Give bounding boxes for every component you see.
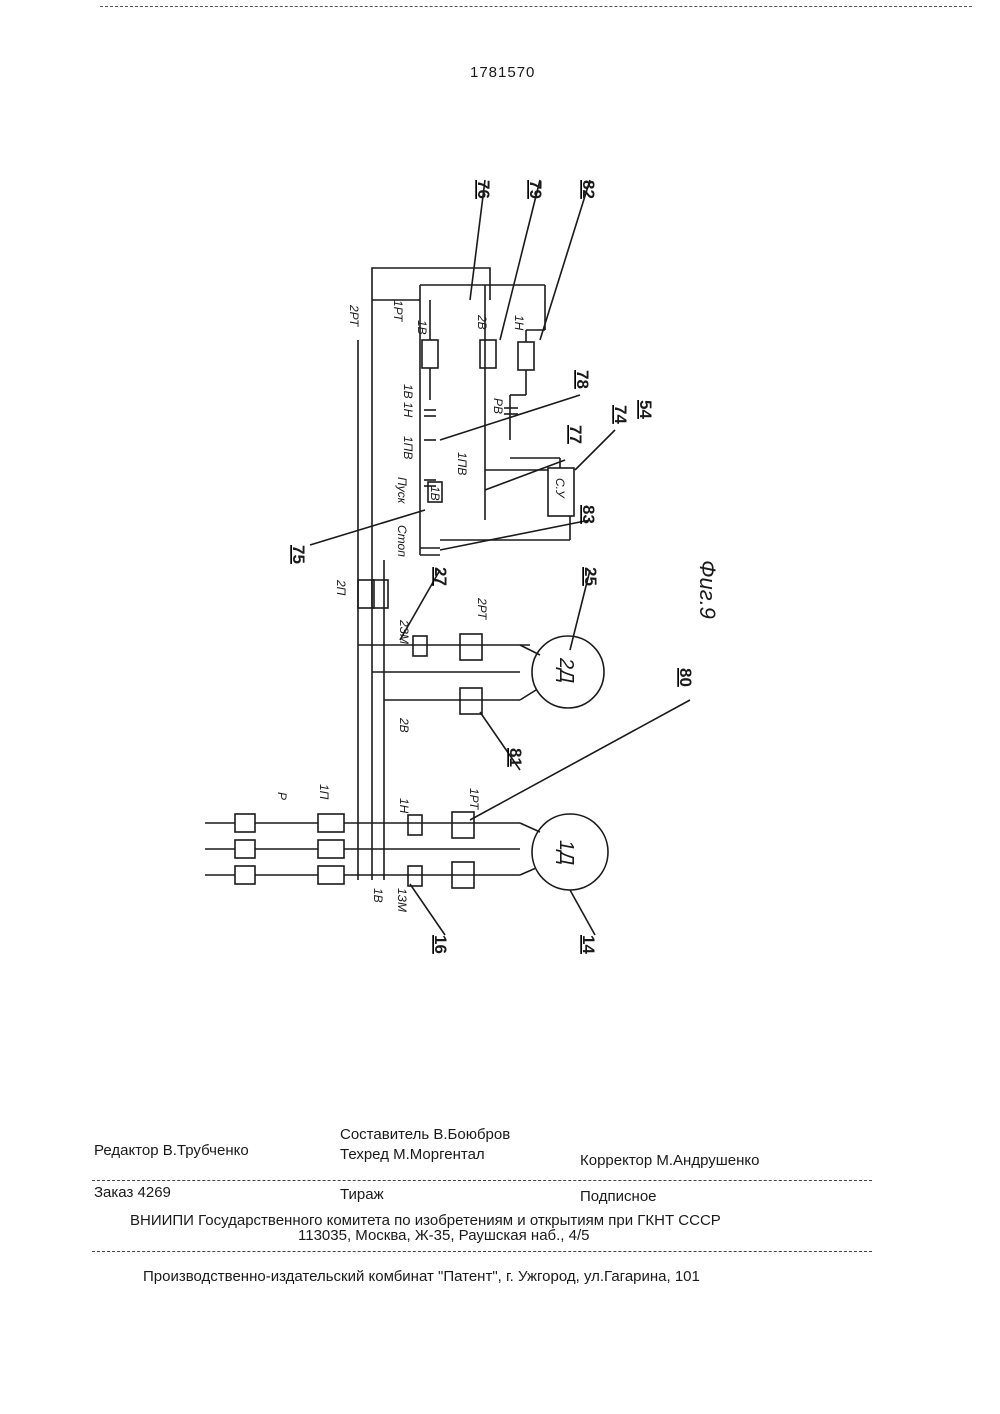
label-r: Р xyxy=(275,792,289,800)
label-1rt-b: 1РТ xyxy=(467,788,481,811)
coil-1n xyxy=(518,342,534,370)
callout-16: 16 xyxy=(431,935,450,954)
label-stop: Стоп xyxy=(395,525,409,557)
techred: Техред М.Моргентал xyxy=(340,1146,485,1163)
label-su: С.У xyxy=(553,478,567,499)
label-2rt: 2РТ xyxy=(347,304,361,328)
callout-27: 27 xyxy=(431,567,450,586)
label-1v-c: 1В xyxy=(371,888,385,903)
callout-83: 83 xyxy=(579,505,598,524)
circulation: Тираж xyxy=(340,1186,384,1203)
printer: Производственно-издательский комбинат "П… xyxy=(143,1268,700,1285)
callout-14: 14 xyxy=(579,935,598,954)
label-1n: 1Н xyxy=(512,315,526,331)
callout-77: 77 xyxy=(566,425,585,444)
coil-1v xyxy=(422,340,438,368)
relay-2rt-a xyxy=(460,634,482,660)
relay-2rt-b xyxy=(460,688,482,714)
fuse-1p-b xyxy=(318,840,344,858)
fuse-1p-a xyxy=(318,814,344,832)
corrector: Корректор М.Андрушенко xyxy=(580,1152,760,1169)
label-2d: 2Д xyxy=(555,657,577,683)
label-2p: 2П xyxy=(334,579,348,596)
relay-1rt-a xyxy=(452,812,474,838)
label-2v-b: 2В xyxy=(397,717,411,733)
coil-2zm xyxy=(413,636,427,656)
footer-rule-1 xyxy=(92,1180,872,1181)
label-1n-b: 1Н xyxy=(397,798,411,814)
org-address: 113035, Москва, Ж-35, Раушская наб., 4/5 xyxy=(298,1227,590,1244)
label-1v: 1В xyxy=(415,320,429,335)
callout-76: 76 xyxy=(474,180,493,199)
callout-54: 54 xyxy=(636,400,655,419)
order: Заказ 4269 xyxy=(94,1184,171,1201)
fuse-in-b xyxy=(235,840,255,858)
callout-80: 80 xyxy=(676,668,695,687)
callout-78: 78 xyxy=(573,370,592,389)
label-rv: РВ xyxy=(491,398,505,414)
label-1rt: 1РТ xyxy=(391,300,405,323)
composer: Составитель В.Боюбров xyxy=(340,1126,510,1143)
label-2v: 2В xyxy=(475,314,489,330)
label-1pv-b: 1ПВ xyxy=(455,452,469,475)
label-start: Пуск xyxy=(395,477,409,505)
footer-rule-2 xyxy=(92,1251,872,1252)
callout-75: 75 xyxy=(289,545,308,564)
label-1zm: 1ЗМ xyxy=(395,888,409,912)
label-1v1n: 1В 1Н xyxy=(401,384,415,418)
circuit-diagram: 76 79 82 78 74 54 77 75 83 27 25 80 81 1… xyxy=(0,0,1000,1100)
callout-25: 25 xyxy=(581,567,600,586)
label-1d: 1Д xyxy=(555,840,577,865)
callout-79: 79 xyxy=(526,180,545,199)
callout-74: 74 xyxy=(611,405,630,424)
callout-82: 82 xyxy=(579,180,598,199)
subscription: Подписное xyxy=(580,1188,657,1205)
fuse-1p-c xyxy=(318,866,344,884)
label-2rt-b: 2РТ xyxy=(475,597,489,621)
label-1v-b: 1В xyxy=(428,486,442,501)
coil-1n xyxy=(408,815,422,835)
callout-81: 81 xyxy=(506,748,525,767)
fuse-in-a xyxy=(235,814,255,832)
fuse-in-c xyxy=(235,866,255,884)
coil-2v xyxy=(480,340,496,368)
label-2zm: 2ЗМ xyxy=(397,619,411,644)
editor: Редактор В.Трубченко xyxy=(94,1142,249,1159)
label-1pv: 1ПВ xyxy=(401,436,415,459)
label-1p: 1П xyxy=(317,784,331,800)
figure-caption: Фиг.9 xyxy=(695,560,720,619)
coil-1zm xyxy=(408,866,422,886)
